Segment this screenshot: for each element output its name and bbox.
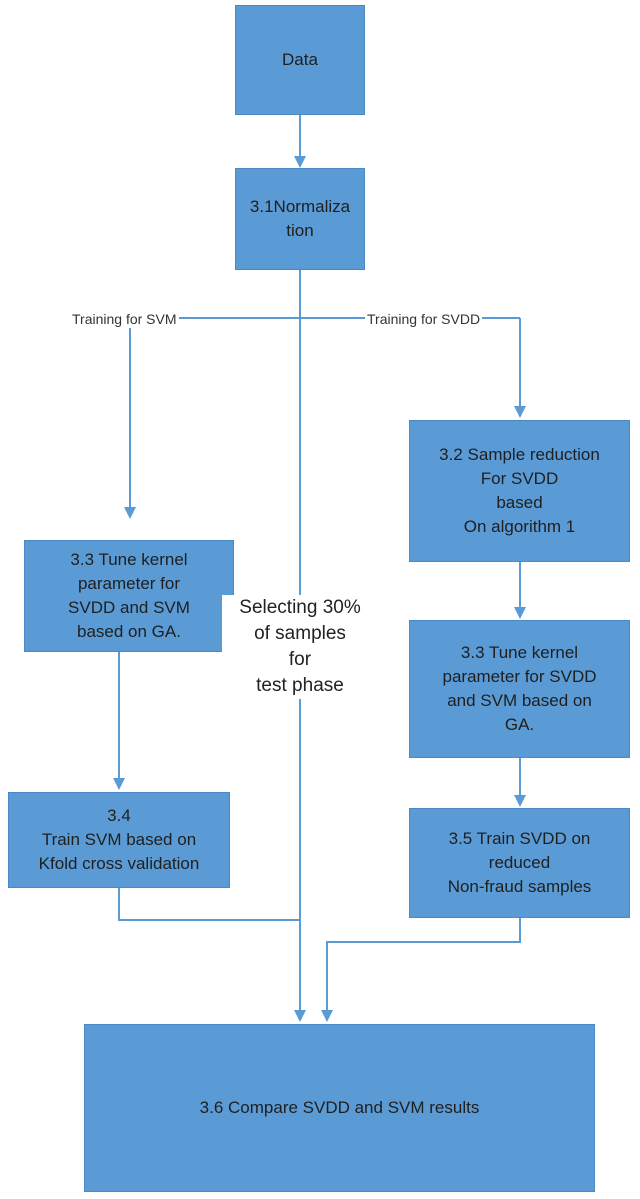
node-train-svdd: 3.5 Train SVDD on reduced Non-fraud samp… <box>409 808 630 918</box>
label-test-phase: Selecting 30% of samples for test phase <box>222 595 378 699</box>
connector-train-svm-to-compare <box>118 888 300 921</box>
node-tune-kernel-left: 3.3 Tune kernel parameter for SVDD and S… <box>24 540 234 652</box>
label-training-for-svdd: Training for SVDD <box>365 310 483 328</box>
label-training-for-svm: Training for SVM <box>70 310 179 328</box>
node-compare-results: 3.6 Compare SVDD and SVM results <box>84 1024 595 1192</box>
connector-train-svdd-to-compare <box>321 918 521 1022</box>
node-data: Data <box>235 5 365 115</box>
node-tune-kernel-right: 3.3 Tune kernel parameter for SVDD and S… <box>409 620 630 758</box>
node-normalization: 3.1Normaliza tion <box>235 168 365 270</box>
node-sample-reduction: 3.2 Sample reduction For SVDD based On a… <box>409 420 630 562</box>
node-train-svm: 3.4 Train SVM based on Kfold cross valid… <box>8 792 230 888</box>
